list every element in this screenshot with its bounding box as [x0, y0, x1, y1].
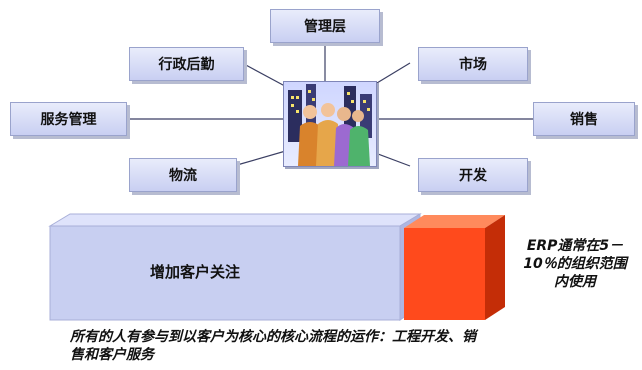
node-admin-logistics-label: 行政后勤: [158, 57, 215, 73]
footer-line-1: 所有的人有参与到以客户为核心的核心流程的运作：工程开发、销: [70, 329, 476, 345]
node-service-management: 服务管理: [10, 102, 127, 136]
node-management-label: 管理层: [304, 19, 346, 35]
erp-usage-note: ERP通常在5－ 10％的组织范围 内使用: [508, 237, 642, 291]
node-market-label: 市场: [459, 57, 487, 73]
node-management: 管理层: [270, 9, 380, 43]
node-development: 开发: [418, 158, 528, 192]
erp-line-3: 内使用: [554, 274, 596, 290]
node-admin-logistics: 行政后勤: [129, 47, 244, 81]
node-logistics: 物流: [129, 158, 237, 192]
erp-line-2: 10％的组织范围: [523, 256, 627, 272]
node-service-management-label: 服务管理: [40, 112, 97, 128]
bar-label: 增加客户关注: [150, 263, 241, 281]
erp-line-1: ERP通常在5－: [526, 238, 624, 254]
footer-note: 所有的人有参与到以客户为核心的核心流程的运作：工程开发、销 售和客户服务: [70, 328, 630, 364]
node-logistics-label: 物流: [169, 168, 197, 184]
footer-line-2: 售和客户服务: [70, 347, 154, 363]
people-group-icon: [283, 81, 377, 167]
node-sales: 销售: [533, 102, 635, 136]
node-development-label: 开发: [459, 168, 487, 184]
node-sales-label: 销售: [570, 112, 598, 128]
node-market: 市场: [418, 47, 528, 81]
